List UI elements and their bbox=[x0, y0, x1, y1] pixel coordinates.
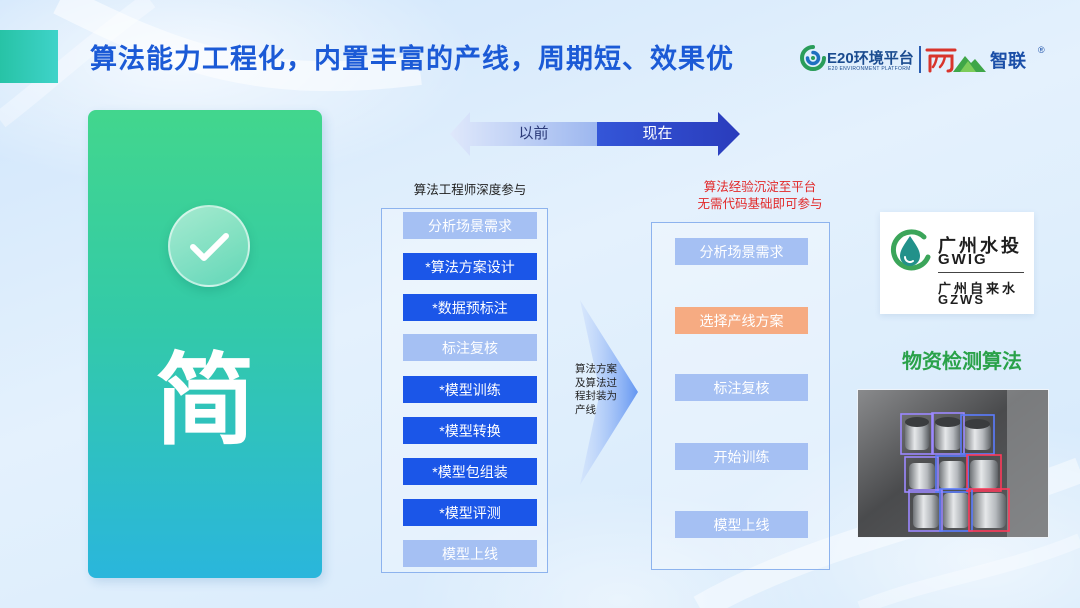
summary-character: 简 bbox=[155, 345, 255, 457]
before-step: 标注复核 bbox=[403, 334, 537, 361]
before-step: *模型转换 bbox=[403, 417, 537, 444]
before-caption: 算法工程师深度参与 bbox=[413, 183, 527, 197]
now-step: 选择产线方案 bbox=[675, 307, 808, 334]
before-step: 分析场景需求 bbox=[403, 212, 537, 239]
timeline-before-label: 以前 bbox=[518, 125, 549, 142]
now-step: 标注复核 bbox=[675, 374, 808, 401]
now-caption-line: 算法经验沉淀至平台 bbox=[703, 180, 817, 194]
page-title: 算法能力工程化，内置丰富的产线，周期短、效果优 bbox=[90, 44, 734, 74]
e20-brand-name: E20环境平台 bbox=[827, 50, 914, 67]
before-step: *模型评测 bbox=[403, 499, 537, 526]
case-title: 物资检测算法 bbox=[902, 351, 1022, 373]
customer-abbr-primary: GWIG bbox=[938, 251, 988, 268]
e20-brand-tagline: E20 ENVIRONMENT PLATFORM bbox=[828, 66, 911, 72]
now-step: 模型上线 bbox=[675, 511, 808, 538]
title-accent-bar bbox=[0, 30, 58, 83]
before-step: *模型包组装 bbox=[403, 458, 537, 485]
timeline-arrow bbox=[450, 112, 740, 156]
before-step: *模型训练 bbox=[403, 376, 537, 403]
case-photo bbox=[857, 389, 1049, 538]
before-step: *数据预标注 bbox=[403, 294, 537, 321]
transition-note: 算法方案及算法过程封装为产线 bbox=[575, 363, 617, 416]
registered-mark: ® bbox=[1038, 45, 1045, 55]
swirl-logo-icon bbox=[800, 45, 826, 71]
chevron-right-icon bbox=[580, 300, 638, 485]
partner-brand-name: 智联 bbox=[990, 51, 1026, 71]
customer-name-primary: 广州水投 bbox=[938, 236, 1022, 256]
now-step: 开始训练 bbox=[675, 443, 808, 470]
before-step: 模型上线 bbox=[403, 540, 537, 567]
now-caption-line: 无需代码基础即可参与 bbox=[697, 197, 823, 211]
now-step: 分析场景需求 bbox=[675, 238, 808, 265]
customer-divider bbox=[938, 272, 1024, 273]
before-step: *算法方案设计 bbox=[403, 253, 537, 280]
timeline-now-label: 现在 bbox=[642, 125, 673, 142]
customer-abbr-secondary: GZWS bbox=[938, 292, 985, 307]
check-circle-icon bbox=[168, 205, 250, 287]
water-drop-logo-icon bbox=[890, 229, 931, 271]
customer-name-secondary: 广州自来水 bbox=[938, 281, 1019, 296]
logo-separator bbox=[919, 46, 921, 73]
mountain-logo-icon bbox=[925, 48, 986, 73]
summary-card bbox=[88, 110, 322, 578]
